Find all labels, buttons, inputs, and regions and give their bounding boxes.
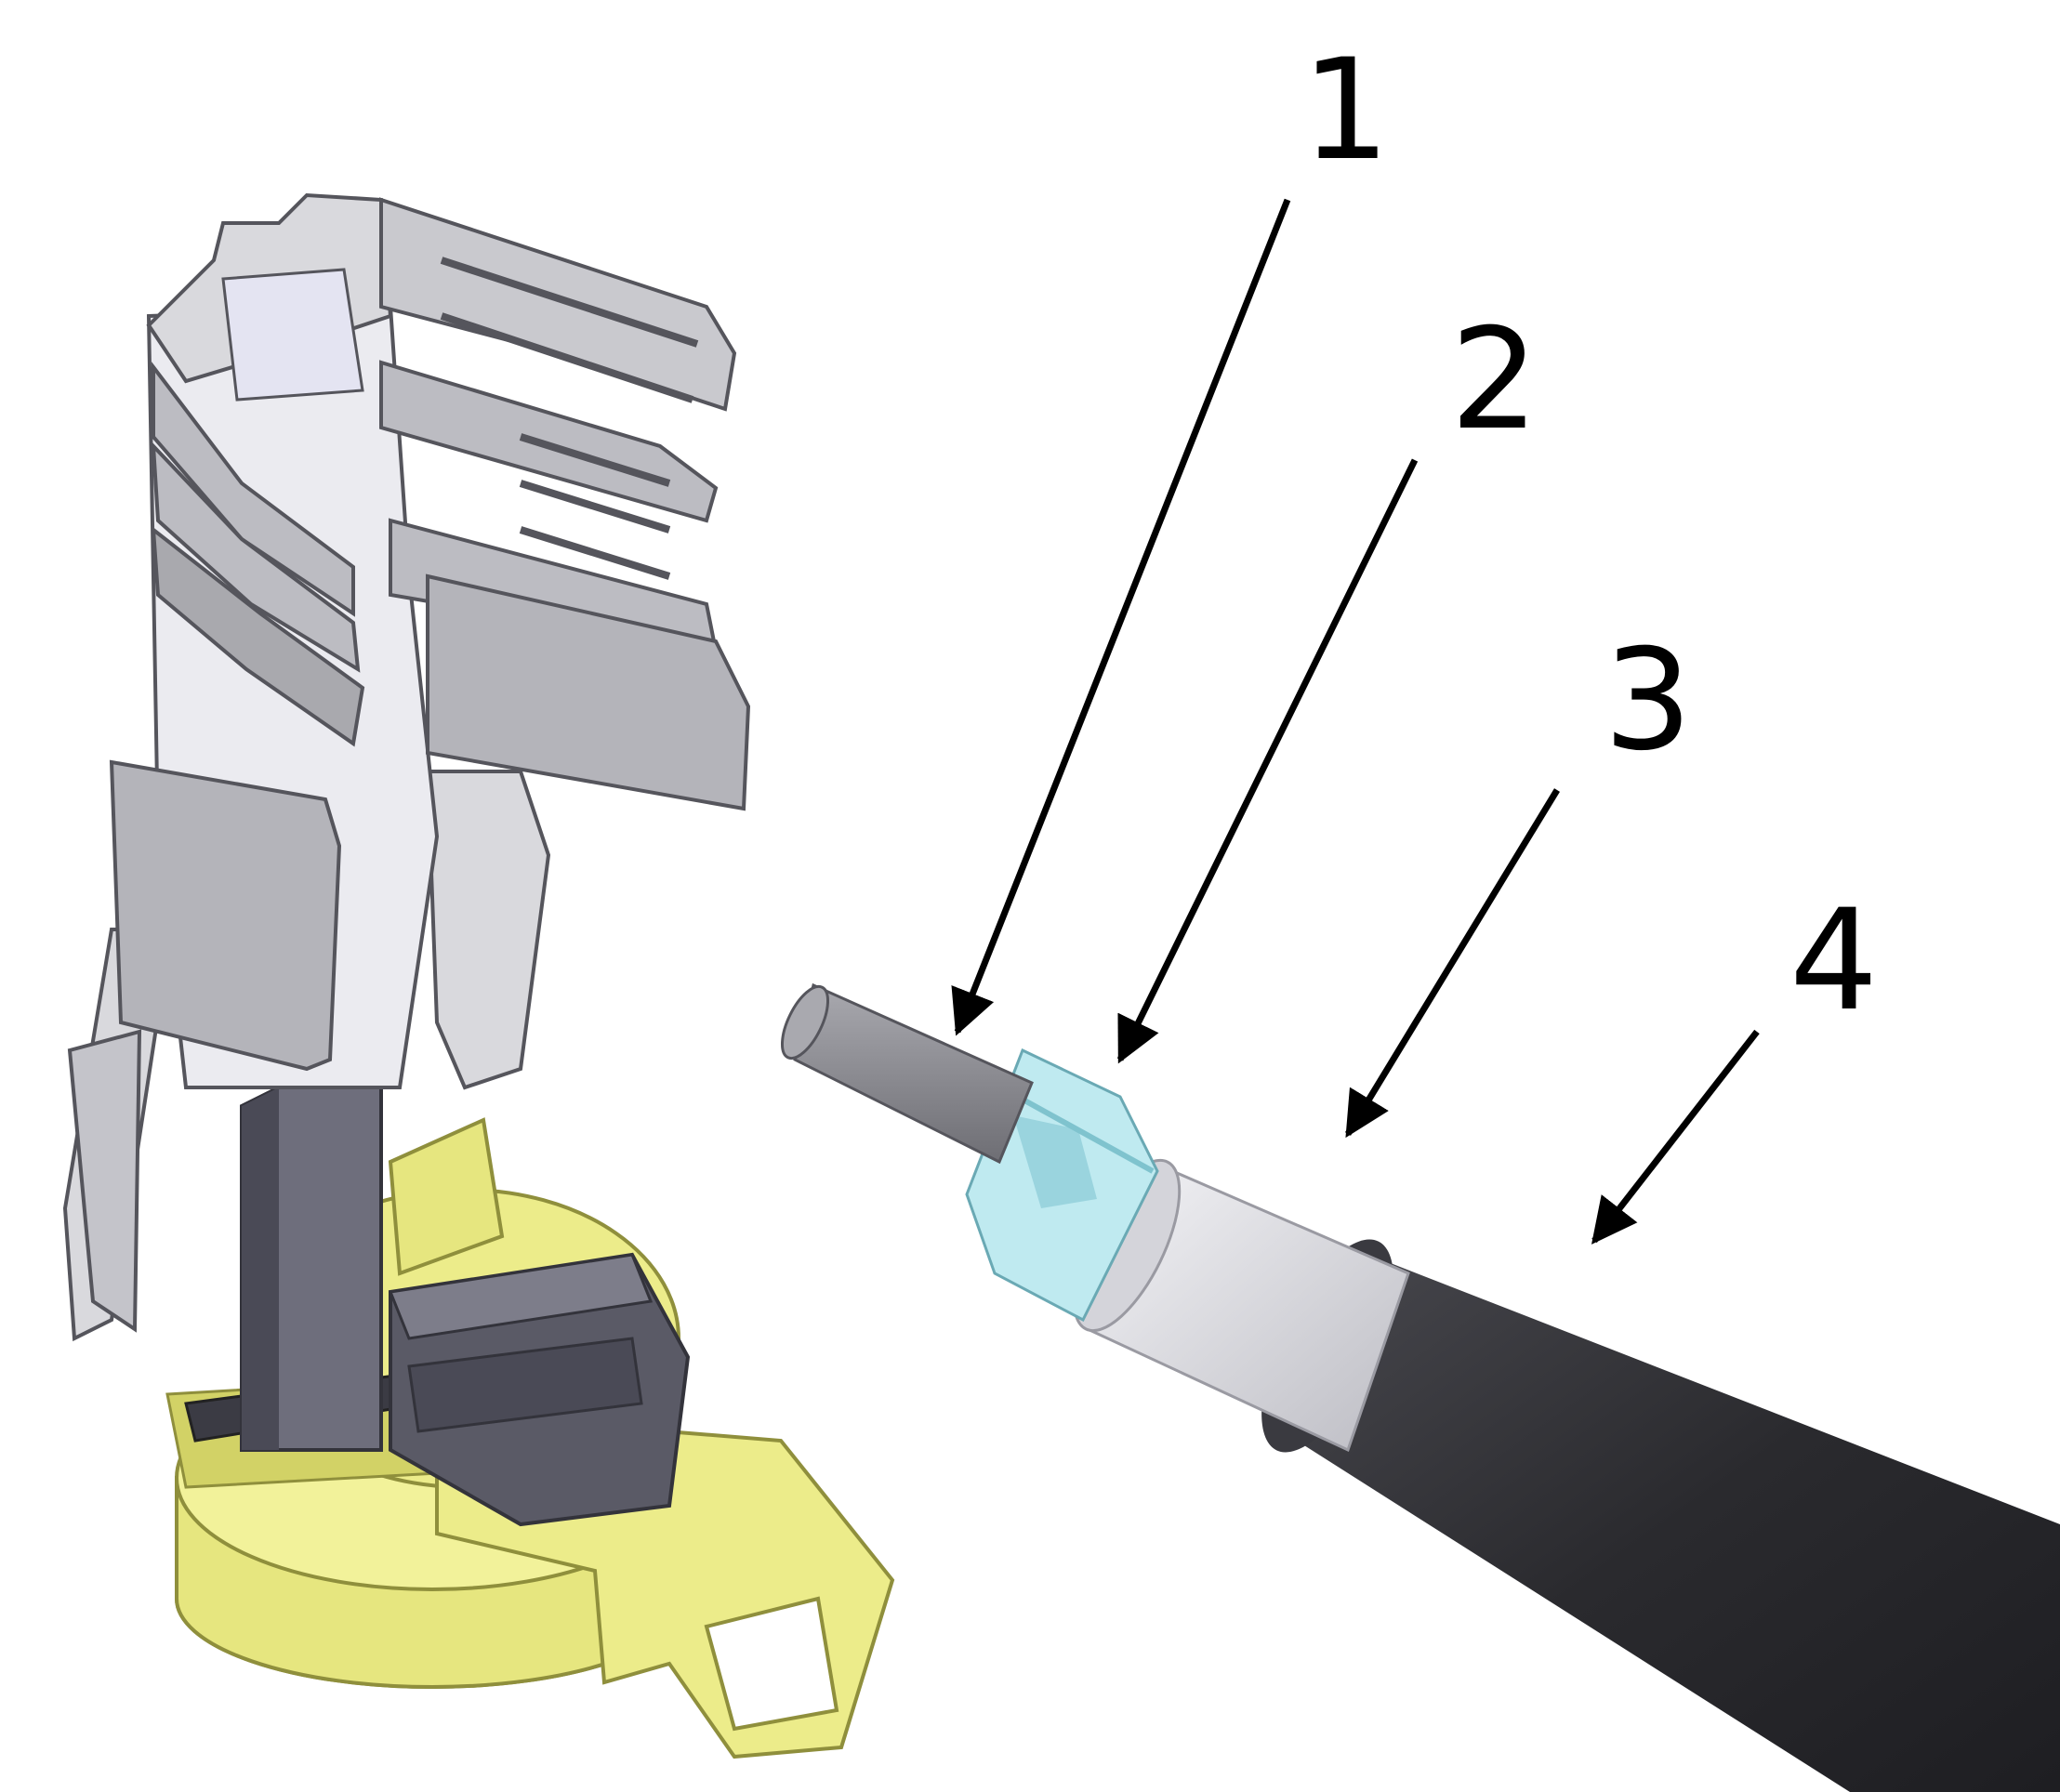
center-conductor <box>780 982 1034 1165</box>
callout-leader-1 <box>951 198 1291 1036</box>
callout-label-3: 3 <box>1604 620 1692 782</box>
callout-label-1: 1 <box>1301 30 1390 191</box>
connector-assembly <box>62 192 895 1759</box>
callout-label-2: 2 <box>1450 299 1538 461</box>
callout-label-4: 4 <box>1789 880 1878 1042</box>
callout-leader-2 <box>1116 458 1419 1064</box>
callout-leader-3 <box>1345 788 1560 1139</box>
crimp-clip-icon <box>62 192 751 1342</box>
callout-leader-4 <box>1591 1029 1760 1245</box>
callouts: 1 2 3 4 <box>951 30 1878 1245</box>
coax-cable-icon <box>780 982 2060 1792</box>
